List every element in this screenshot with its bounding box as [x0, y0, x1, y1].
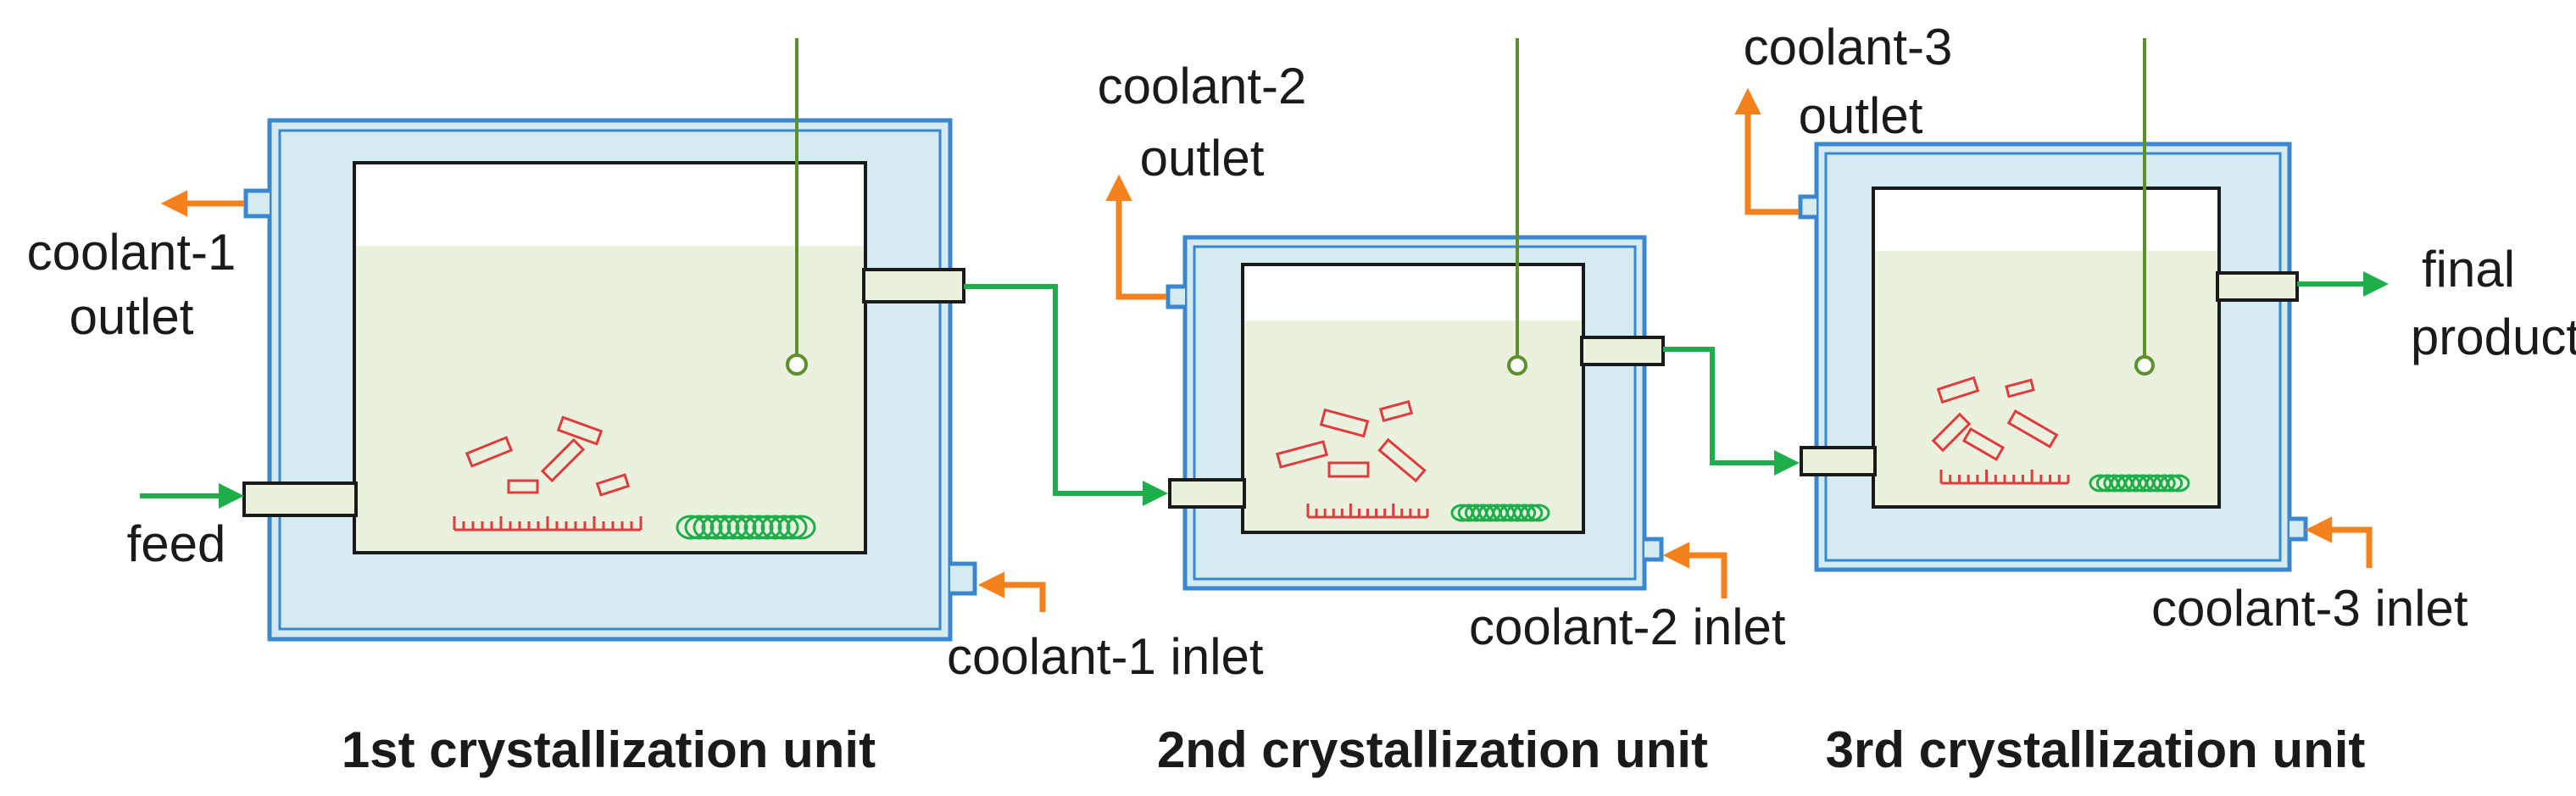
transfer-arrow-1-to-2 — [964, 284, 1168, 506]
unit-1 — [242, 38, 977, 642]
coolant-3-inlet-arrow — [2305, 516, 2373, 568]
coolant-3-outlet-arrow — [1734, 87, 1799, 215]
unit-3-liquid — [1875, 251, 2217, 505]
unit-1-crystals — [465, 415, 631, 497]
unit-2-inlet-nozzle — [1168, 478, 1246, 509]
final-product-label-line2: product — [2411, 309, 2576, 365]
coolant-1-outlet-label-line2: outlet — [70, 288, 194, 345]
coolant-2-inlet-arrow — [1662, 542, 1728, 598]
unit-1-probe — [786, 353, 808, 376]
unit-3-crystals — [1931, 376, 2059, 461]
unit-2-probe — [1507, 355, 1527, 376]
unit-1-title: 1st crystallization unit — [342, 721, 876, 778]
unit-3-title: 3rd crystallization unit — [1826, 721, 2366, 778]
coolant-1-inlet-arrow — [977, 571, 1046, 612]
coolant-3-outlet-label-line1: coolant-3 — [1744, 19, 1953, 75]
coolant-flow — [160, 87, 2373, 612]
unit-2-crystals — [1276, 400, 1427, 483]
unit-1-size-scale — [453, 516, 643, 532]
unit-3-inlet-nozzle — [1800, 446, 1877, 476]
unit-2-outlet-nozzle — [1580, 336, 1665, 366]
unit-2-cooling-coil — [1450, 504, 1550, 522]
unit-3-probe — [2134, 355, 2155, 376]
coolant-3-inlet-label: coolant-3 inlet — [2151, 580, 2468, 637]
coolant-1-outlet-label-line1: coolant-1 — [27, 224, 236, 281]
coolant-1-inlet-label: coolant-1 inlet — [947, 628, 1264, 685]
feed-label: feed — [127, 515, 226, 572]
coolant-3-outlet-label-line2: outlet — [1799, 87, 1923, 144]
unit-1-outlet-nozzle — [862, 268, 965, 303]
labels: coolant-1 outlet feed coolant-1 inlet co… — [27, 19, 2576, 778]
unit-2 — [1166, 38, 1665, 591]
coolant-2-outlet-label-line1: coolant-2 — [1098, 58, 1307, 114]
unit-1-feed-nozzle — [242, 481, 358, 517]
final-product-label-line1: final — [2422, 241, 2515, 298]
coolant-2-inlet-label: coolant-2 inlet — [1469, 598, 1786, 655]
unit-1-liquid — [356, 246, 864, 551]
unit-3-size-scale — [1939, 470, 2070, 485]
coolant-2-outlet-arrow — [1105, 174, 1166, 300]
unit-3-cooling-coil — [2089, 474, 2190, 493]
unit-3-outlet-nozzle — [2216, 271, 2299, 302]
unit-3 — [1798, 38, 2308, 572]
unit-2-title: 2nd crystallization unit — [1157, 721, 1708, 778]
unit-2-liquid — [1244, 320, 1582, 531]
transfer-arrow-2-to-3 — [1663, 347, 1800, 476]
coolant-2-outlet-label-line2: outlet — [1140, 130, 1265, 186]
process-flow — [140, 271, 2389, 509]
unit-2-size-scale — [1306, 504, 1429, 519]
unit-1-cooling-coil — [676, 515, 816, 540]
